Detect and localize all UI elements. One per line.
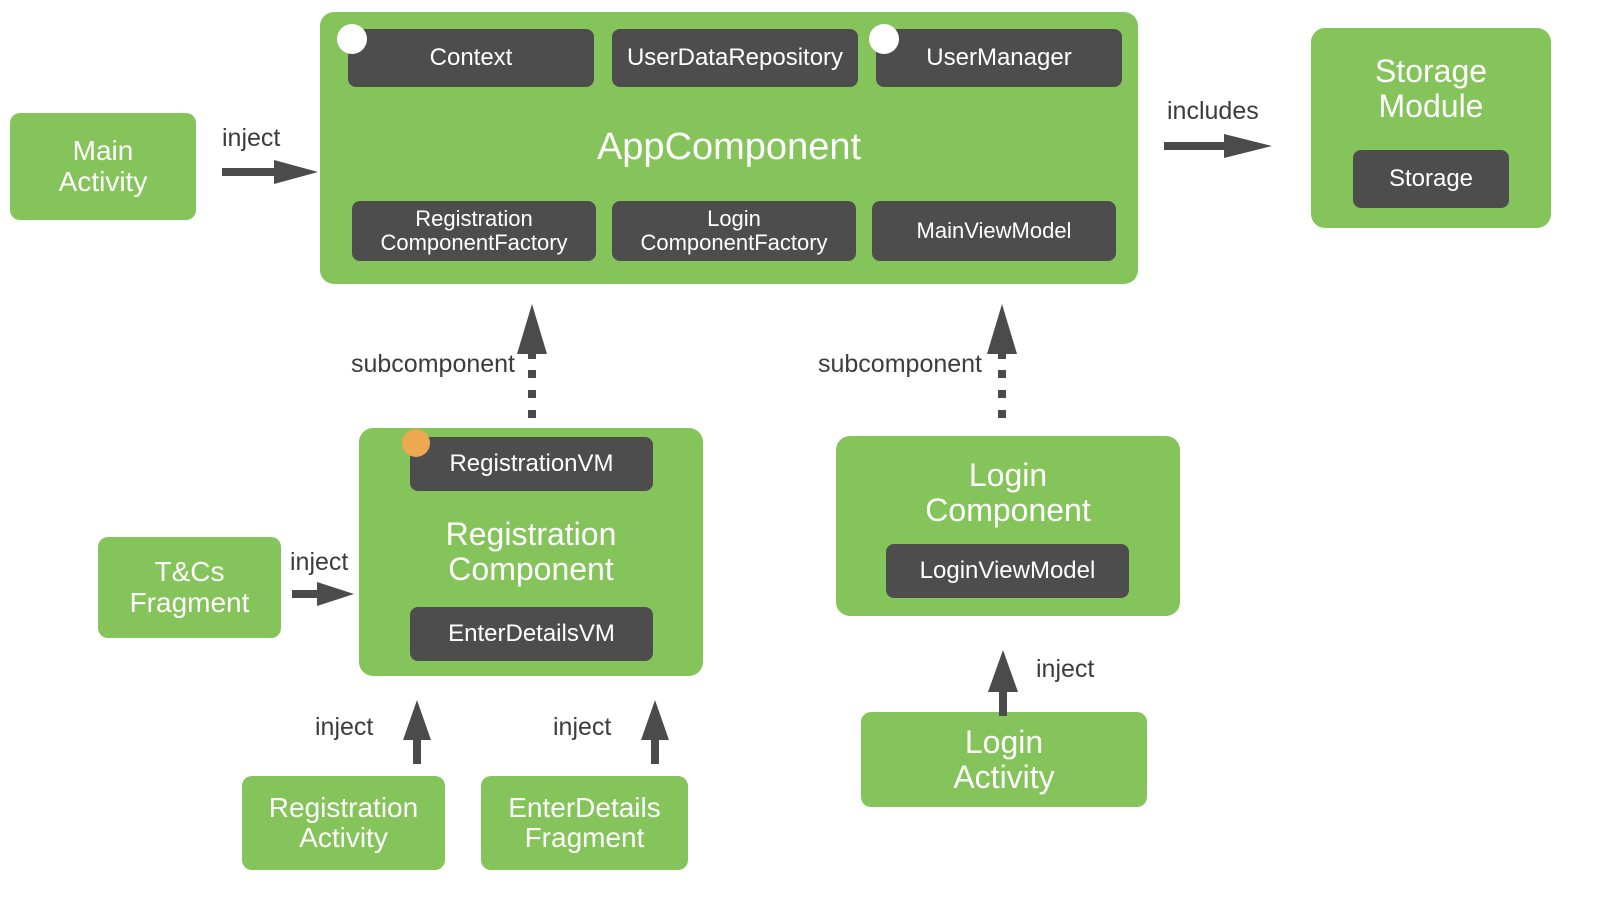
provision-dot-context-icon	[337, 24, 367, 54]
scoped-dot-registrationvm-icon	[402, 429, 430, 457]
chip-loginviewmodel[interactable]: LoginViewModel	[886, 544, 1129, 598]
node-login-activity-line1: Login	[964, 723, 1044, 760]
chip-loginviewmodel-label: LoginViewModel	[919, 556, 1096, 584]
edge-label-inject-tcs: inject	[290, 548, 349, 576]
chip-storage[interactable]: Storage	[1353, 150, 1509, 208]
node-registration-component-line2: Component	[448, 551, 614, 587]
chip-storage-label: Storage	[1388, 164, 1474, 192]
chip-usermanager[interactable]: UserManager	[876, 29, 1122, 87]
chip-login-component-factory-line2: ComponentFactory	[640, 230, 828, 255]
chip-login-component-factory[interactable]: Login ComponentFactory	[612, 201, 856, 261]
arrow-login-subcomponent	[987, 304, 1017, 418]
arrow-registration-subcomponent	[517, 304, 547, 418]
node-main-activity-line2: Activity	[58, 165, 148, 197]
arrow-app-to-storage	[1164, 134, 1272, 158]
node-registration-activity-line1: Registration	[268, 791, 419, 823]
chip-context[interactable]: Context	[348, 29, 594, 87]
node-enterdetails-fragment[interactable]: EnterDetails Fragment	[481, 776, 688, 870]
arrow-enterdetails-to-component	[641, 700, 669, 764]
node-storage-module[interactable]: Storage Module	[1311, 28, 1551, 228]
node-enterdetails-fragment-line1: EnterDetails	[508, 791, 661, 823]
chip-mainviewmodel[interactable]: MainViewModel	[872, 201, 1116, 261]
edge-label-subcomponent-login: subcomponent	[818, 350, 983, 378]
chip-mainviewmodel-label: MainViewModel	[916, 217, 1072, 243]
node-registration-activity[interactable]: Registration Activity	[242, 776, 445, 870]
edge-label-subcomponent-registration: subcomponent	[351, 350, 516, 378]
edge-label-inject-login-activity: inject	[1036, 655, 1095, 683]
edge-label-inject-main: inject	[222, 124, 281, 152]
arrow-registration-activity-to-component	[403, 700, 431, 764]
chip-userdatarepository-label: UserDataRepository	[626, 43, 844, 71]
node-tcs-fragment[interactable]: T&Cs Fragment	[98, 537, 281, 638]
node-enterdetails-fragment-line2: Fragment	[524, 822, 645, 853]
node-registration-component-line1: Registration	[445, 516, 617, 553]
node-storage-module-line2: Module	[1378, 87, 1484, 124]
chip-registrationvm-label: RegistrationVM	[449, 449, 614, 477]
edge-label-includes: includes	[1167, 97, 1259, 125]
node-tcs-fragment-line2: Fragment	[129, 586, 250, 618]
node-login-activity-line2: Activity	[953, 758, 1055, 795]
node-login-activity[interactable]: Login Activity	[861, 712, 1147, 807]
node-registration-activity-line2: Activity	[299, 822, 388, 853]
chip-context-label: Context	[429, 43, 513, 71]
edge-label-inject-registration-activity: inject	[315, 713, 374, 741]
edge-label-inject-enterdetails-fragment: inject	[553, 713, 612, 741]
chip-userdatarepository[interactable]: UserDataRepository	[612, 29, 858, 87]
node-app-component-title: AppComponent	[596, 126, 862, 169]
node-login-component-line2: Component	[925, 491, 1091, 528]
chip-login-component-factory-line1: Login	[707, 205, 761, 231]
chip-enterdetailsvm-label: EnterDetailsVM	[448, 619, 615, 647]
node-main-activity[interactable]: Main Activity	[10, 113, 196, 220]
arrow-login-activity-to-component	[988, 650, 1018, 716]
arrow-tcs-to-registration	[292, 582, 354, 606]
chip-registration-component-factory-line2: ComponentFactory	[380, 230, 568, 255]
arrow-main-to-app	[222, 160, 318, 184]
chip-enterdetailsvm[interactable]: EnterDetailsVM	[410, 607, 653, 661]
chip-registrationvm[interactable]: RegistrationVM	[410, 437, 653, 491]
node-main-activity-line1: Main	[72, 135, 134, 167]
provision-dot-usermanager-icon	[869, 24, 899, 54]
chip-registration-component-factory-line1: Registration	[415, 205, 533, 231]
node-storage-module-line1: Storage	[1374, 53, 1488, 89]
chip-registration-component-factory[interactable]: Registration ComponentFactory	[352, 201, 596, 261]
node-tcs-fragment-line1: T&Cs	[154, 556, 225, 588]
node-login-component-line1: Login	[968, 457, 1048, 493]
chip-usermanager-label: UserManager	[926, 43, 1072, 71]
